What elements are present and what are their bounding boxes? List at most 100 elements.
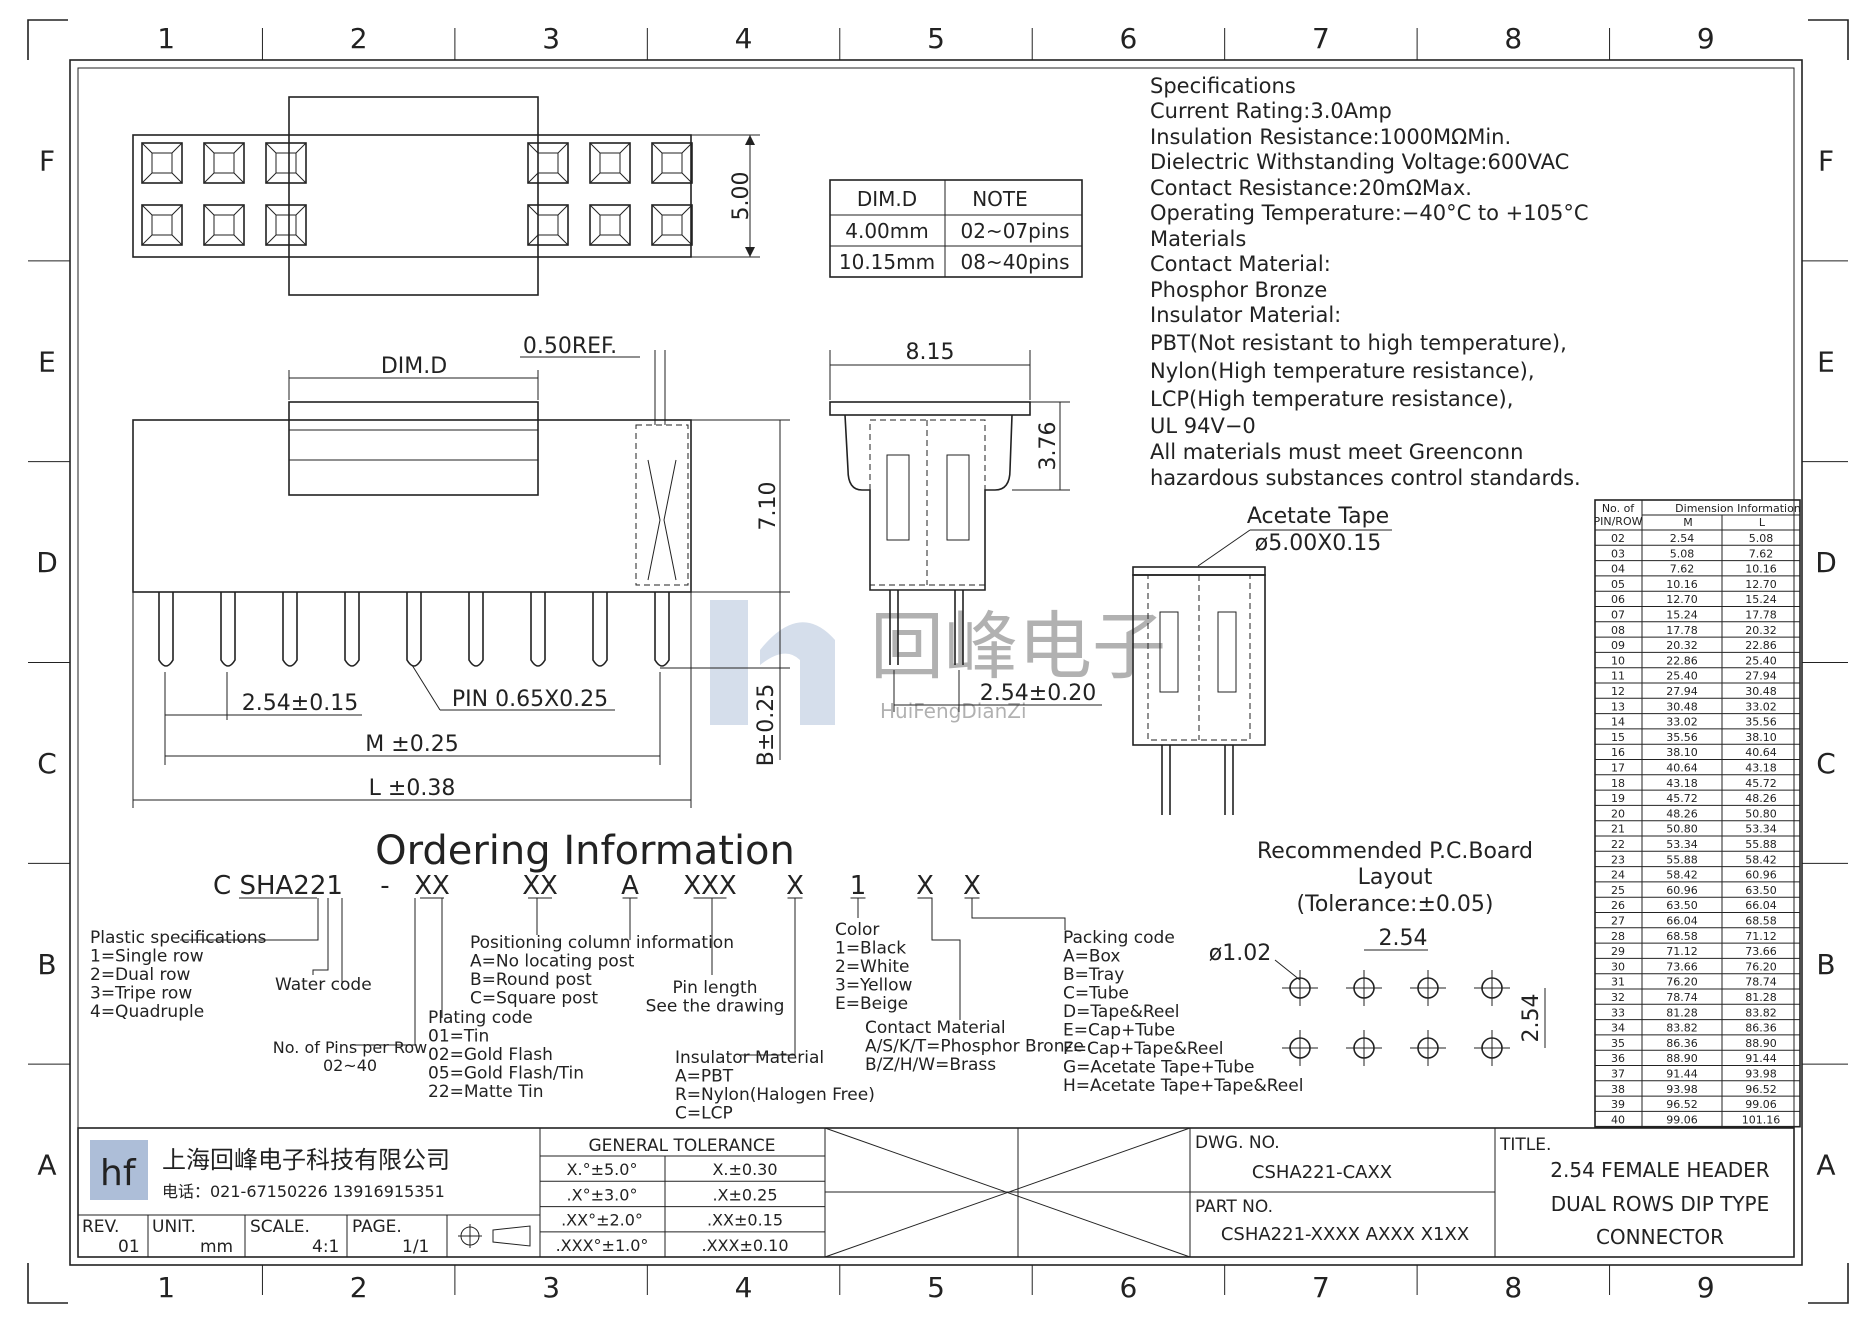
pin-table-cell: 5.08 — [1749, 532, 1774, 545]
pin-table-cell: 12.70 — [1745, 578, 1777, 591]
pin-table-header-l: L — [1759, 516, 1766, 529]
grid-column-label: 5 — [927, 22, 945, 55]
ordering-code-part: 1 — [850, 871, 867, 901]
scale-label: SCALE. — [250, 1217, 310, 1237]
pin-table-cell: 53.34 — [1666, 838, 1698, 851]
dwg-label: DWG. NO. — [1195, 1133, 1280, 1153]
dwg-number: CSHA221-CAXX — [1252, 1162, 1392, 1183]
pin-table-cell: 02 — [1611, 532, 1625, 545]
pin-table-cell: 33.02 — [1745, 700, 1777, 713]
dim-table-header-dim: DIM.D — [857, 187, 917, 211]
pin-table-cell: 14 — [1611, 716, 1625, 729]
watermark: 回峰电子 HuiFengDianZi — [710, 600, 1166, 725]
pin-table-cell: 09 — [1611, 639, 1625, 652]
scale-value: 4:1 — [312, 1237, 339, 1257]
pin-table-cell: 10.16 — [1745, 563, 1777, 576]
ordering-note: Positioning column information — [470, 933, 734, 953]
grid-row-label: B — [37, 948, 56, 981]
ordering-note: 3=Tripe row — [90, 984, 192, 1004]
tolerance-cell: .X±0.25 — [712, 1185, 777, 1204]
pcb-pitch-vertical: 2.54 — [1519, 994, 1544, 1043]
ordering-code-part: C SHA221 — [213, 871, 343, 901]
dim-height-710: 7.10 — [756, 482, 781, 531]
pin-table-cell: 30.48 — [1745, 685, 1777, 698]
pcb-title-3: (Tolerance:±0.05) — [1297, 892, 1494, 917]
tolerance-table: GENERAL TOLERANCE X.°±5.0°X.±0.30.X°±3.0… — [540, 1136, 825, 1257]
pin-table-cell: 31 — [1611, 976, 1625, 989]
pin-table-cell: 35.56 — [1745, 716, 1777, 729]
ordering-note: E=Cap+Tube — [1063, 1021, 1175, 1041]
pin-table-cell: 93.98 — [1745, 1068, 1777, 1081]
pin-table-cell: 10 — [1611, 654, 1625, 667]
pin-table-cell: 19 — [1611, 792, 1625, 805]
company-phone: 电话：021-67150226 13916915351 — [162, 1182, 445, 1201]
ordering-note: 02~40 — [323, 1056, 377, 1075]
pin-table-cell: 27 — [1611, 915, 1625, 928]
dim-height-376: 3.76 — [1036, 422, 1061, 471]
dim-d-label: DIM.D — [381, 354, 447, 379]
title-block: hf 上海回峰电子科技有限公司 电话：021-67150226 13916915… — [77, 1127, 1795, 1258]
company-logo — [90, 1140, 148, 1200]
pin-table-cell: 83.82 — [1745, 1006, 1777, 1019]
grid-column-label: 3 — [542, 1271, 560, 1304]
ordering-note: R=Nylon(Halogen Free) — [675, 1085, 875, 1105]
pin-table-cell: 33.02 — [1666, 716, 1698, 729]
ordering-note: Pin length — [673, 978, 758, 998]
page-value: 1/1 — [402, 1237, 429, 1257]
grid-column-label: 7 — [1312, 1271, 1330, 1304]
dim-ref-050: 0.50REF. — [523, 334, 617, 359]
pin-table-cell: 73.66 — [1666, 960, 1698, 973]
pin-table-cell: 15.24 — [1666, 609, 1698, 622]
ordering-note: 2=White — [835, 957, 910, 977]
pin-table-cell: 40 — [1611, 1113, 1625, 1126]
ordering-leaders — [180, 898, 1066, 1056]
dim-l: L ±0.38 — [369, 776, 456, 801]
ordering-note: E=Beige — [835, 994, 908, 1014]
pin-table-cell: 04 — [1611, 563, 1625, 576]
pin-table-header-pinrow: PIN/ROW — [1594, 515, 1643, 528]
ordering-code-part: X — [916, 871, 934, 901]
pin-table-cell: 86.36 — [1666, 1037, 1698, 1050]
grid-column-label: 2 — [350, 1271, 368, 1304]
tolerance-title: GENERAL TOLERANCE — [588, 1136, 775, 1156]
pin-table-cell: 55.88 — [1666, 853, 1698, 866]
pin-table-cell: 05 — [1611, 578, 1625, 591]
tolerance-cell: .X°±3.0° — [567, 1185, 638, 1204]
rev-label: REV. — [82, 1217, 119, 1237]
dim-width-815: 8.15 — [906, 340, 955, 365]
pin-table-cell: 10.16 — [1666, 578, 1698, 591]
grid-column-label: 6 — [1120, 1271, 1138, 1304]
pin-table-cell: 50.80 — [1666, 823, 1698, 836]
ordering-note: 1=Black — [835, 939, 906, 959]
ordering-code-part: X — [963, 871, 981, 901]
top-view: 5.00 — [132, 96, 760, 296]
ordering-note: A=No locating post — [470, 952, 635, 972]
spec-line: Phosphor Bronze — [1150, 278, 1327, 302]
ordering-code-part: A — [621, 871, 639, 901]
pin-table-cell: 38 — [1611, 1083, 1625, 1096]
ordering-note: A=PBT — [675, 1067, 734, 1087]
ordering-note: D=Tape&Reel — [1063, 1002, 1180, 1022]
part-label: PART NO. — [1195, 1197, 1273, 1217]
side-view: DIM.D 0.50REF. 7.10 B±0.25 2.54±0.15 PIN… — [132, 334, 790, 808]
grid-column-label: 7 — [1312, 22, 1330, 55]
dim-table-header-note: NOTE — [972, 187, 1028, 211]
grid-column-label: 9 — [1697, 1271, 1715, 1304]
pin-table-cell: 28 — [1611, 930, 1625, 943]
pin-table-cell: 26 — [1611, 899, 1625, 912]
title-label: TITLE. — [1499, 1135, 1551, 1155]
grid-column-label: 1 — [157, 22, 175, 55]
pin-table-cell: 08 — [1611, 624, 1625, 637]
pin-table-cell: 66.04 — [1745, 899, 1777, 912]
pin-table-cell: 33 — [1611, 1006, 1625, 1019]
pin-table-cell: 29 — [1611, 945, 1625, 958]
ordering-note: Color — [835, 920, 879, 940]
ordering-note: B/Z/H/W=Brass — [865, 1055, 996, 1075]
pin-table-cell: 40.64 — [1745, 746, 1777, 759]
spec-line: UL 94V−0 — [1150, 414, 1256, 438]
page-label: PAGE. — [352, 1217, 402, 1237]
pin-table-cell: 23 — [1611, 853, 1625, 866]
spec-line: Insulation Resistance:1000MΩMin. — [1150, 125, 1511, 149]
